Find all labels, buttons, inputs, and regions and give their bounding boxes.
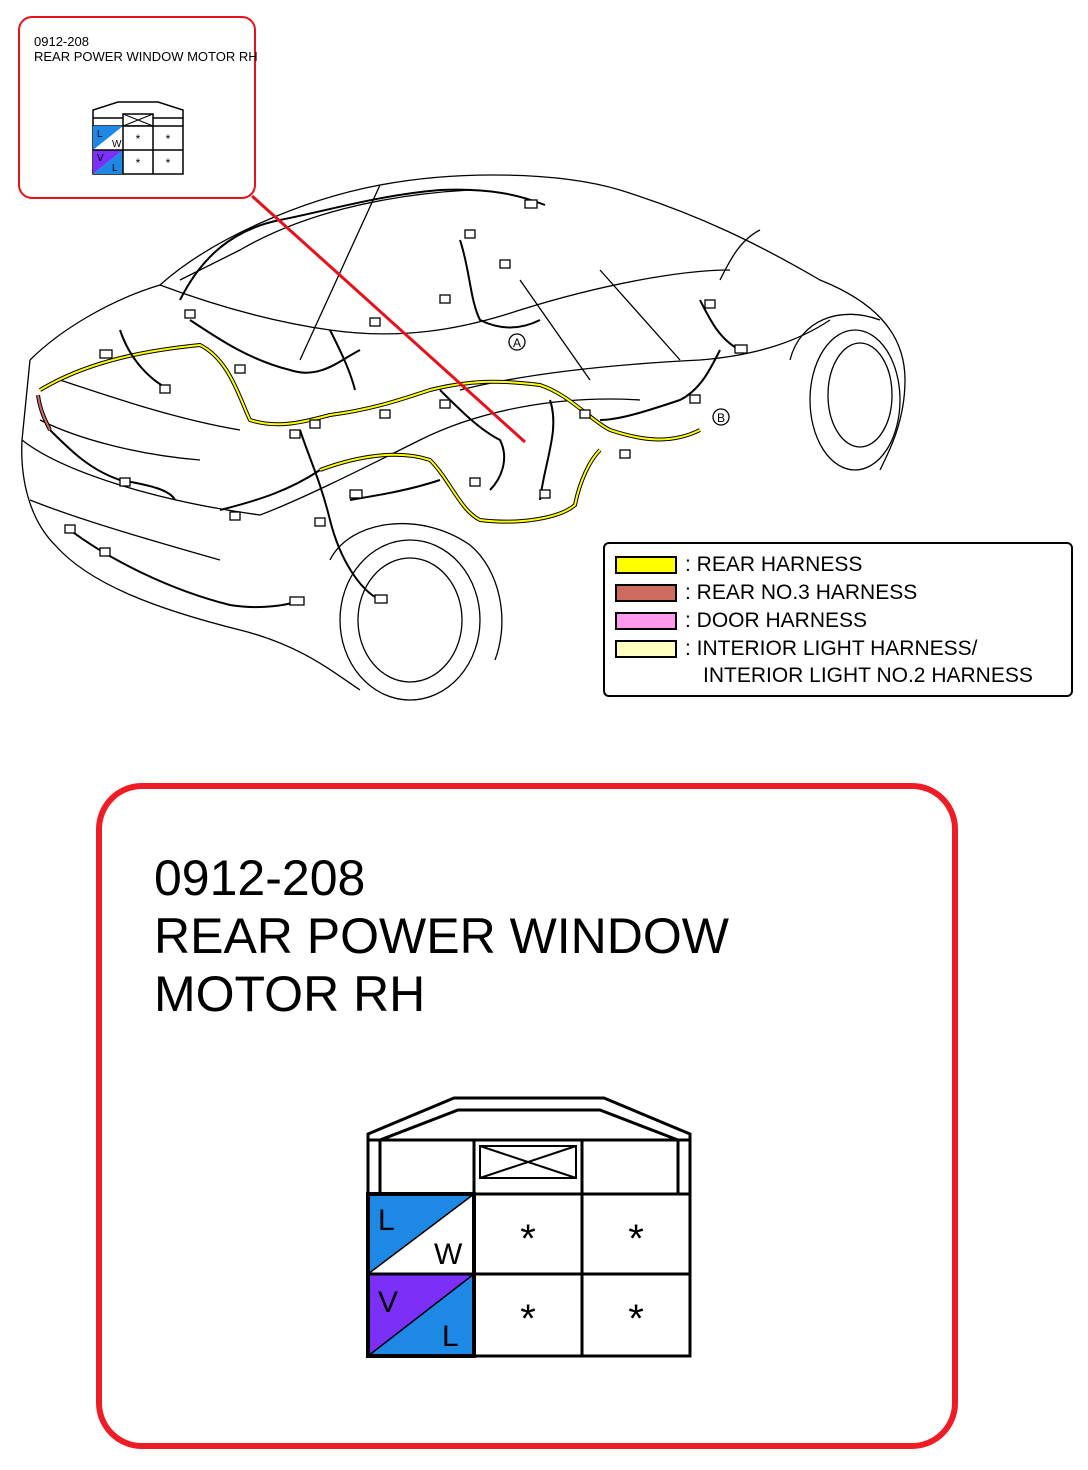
black-harness-wires — [49, 188, 741, 609]
legend-swatch — [615, 612, 677, 630]
harness-legend: : REAR HARNESS : REAR NO.3 HARNESS : DOO… — [603, 542, 1073, 697]
legend-item-rear-harness: : REAR HARNESS — [615, 552, 862, 578]
pin4-wire-color-bottom: L — [442, 1320, 459, 1353]
svg-text:A: A — [513, 336, 521, 350]
svg-text:L: L — [112, 163, 118, 174]
legend-item-interior-light-harness: : INTERIOR LIGHT HARNESS/ — [615, 636, 978, 662]
marker-b: B — [712, 408, 730, 426]
pin1-wire-color-bottom: W — [434, 1238, 463, 1271]
svg-text:*: * — [166, 156, 171, 170]
pin1-wire-color-top: L — [378, 1204, 395, 1237]
large-connector-callout: 0912-208 REAR POWER WINDOW MOTOR RH L W … — [96, 783, 958, 1449]
vehicle-harness-illustration: A B — [21, 174, 906, 701]
pin4-wire-color-top: V — [378, 1286, 398, 1319]
callout-leader-line — [250, 194, 527, 444]
small-callout-name: REAR POWER WINDOW MOTOR RH — [34, 49, 258, 64]
legend-swatch — [615, 556, 677, 574]
marker-a: A — [508, 333, 526, 351]
pin6-unused: * — [628, 1297, 644, 1341]
svg-text:B: B — [717, 411, 725, 425]
wheels — [329, 313, 901, 701]
small-connector-callout: 0912-208 REAR POWER WINDOW MOTOR RH L W … — [18, 16, 258, 199]
pin2-unused: * — [520, 1217, 536, 1261]
svg-text:V: V — [97, 153, 104, 164]
svg-text:*: * — [136, 132, 141, 146]
connector-code: 0912-208 — [154, 850, 366, 906]
pin5-unused: * — [520, 1297, 536, 1341]
legend-swatch — [615, 640, 677, 658]
legend-swatch — [615, 584, 677, 602]
small-callout-code: 0912-208 — [34, 34, 89, 49]
legend-item-continuation: INTERIOR LIGHT NO.2 HARNESS — [703, 664, 1033, 687]
svg-text:*: * — [136, 156, 141, 170]
connector-face-view: L W V L * * * * — [366, 1096, 692, 1358]
pin3-unused: * — [628, 1217, 644, 1261]
legend-item-door-harness: : DOOR HARNESS — [615, 608, 867, 634]
legend-item-rear-no3-harness: : REAR NO.3 HARNESS — [615, 580, 917, 606]
svg-text:L: L — [97, 129, 103, 140]
small-connector-face: L W V L * * * * — [92, 101, 184, 175]
svg-text:*: * — [166, 132, 171, 146]
connector-name: REAR POWER WINDOW MOTOR RH — [154, 908, 729, 1022]
svg-text:W: W — [112, 139, 122, 150]
harness-connectors — [64, 199, 748, 606]
rear-harness-wires — [36, 342, 701, 524]
